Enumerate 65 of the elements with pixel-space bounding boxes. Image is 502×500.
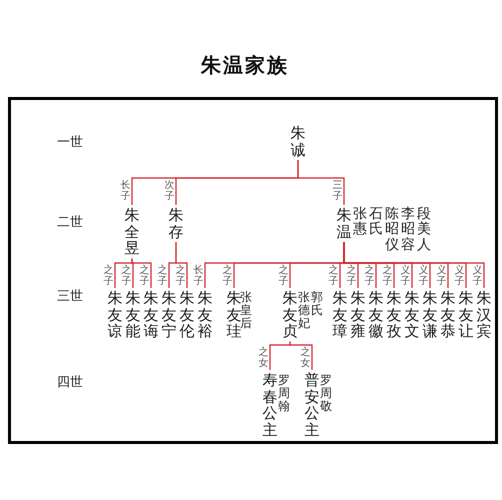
connector-line: [131, 258, 152, 288]
spouse-name: 罗周翰: [278, 374, 290, 414]
generation-label: 一世: [57, 135, 83, 151]
edge-label: 之子: [328, 265, 338, 287]
connector-line: [269, 342, 291, 370]
person-name: 朱友宁: [162, 290, 176, 340]
person-name: 朱友孜: [386, 290, 402, 340]
person-name: 朱友能: [126, 290, 140, 340]
edge-label: 长子: [120, 180, 130, 202]
edge-label: 之子: [176, 265, 186, 287]
edge-label: 次子: [164, 180, 174, 202]
edge-label: 之子: [382, 265, 392, 287]
spouse-name: 罗周敬: [320, 374, 332, 414]
person-name: 朱温: [336, 207, 352, 240]
person-name: 朱友恭: [440, 290, 456, 340]
edge-label: 义子: [400, 265, 410, 287]
person-name: 朱友让: [458, 290, 474, 340]
spouse-name: 郭氏: [311, 291, 323, 318]
connector-line: [175, 242, 188, 288]
person-name: 朱友诲: [144, 290, 158, 340]
person-name: 朱友伦: [180, 290, 194, 340]
connector-line: [289, 342, 313, 370]
edge-label: 之子: [158, 265, 168, 287]
edge-label: 之子: [364, 265, 374, 287]
edge-label: 之女: [300, 347, 310, 369]
edge-label: 义子: [454, 265, 464, 287]
generation-label: 四世: [57, 375, 83, 391]
edge-label: 之子: [104, 265, 114, 287]
generation-label: 三世: [57, 289, 83, 305]
person-name: 寿春公主: [262, 372, 278, 438]
edge-label: 义子: [418, 265, 428, 287]
edge-label: 之子: [278, 265, 288, 287]
person-name: 朱友裕: [198, 290, 212, 340]
spouse-name: 陈昭仪: [385, 207, 399, 254]
edge-label: 义子: [472, 265, 482, 287]
generation-label: 二世: [57, 215, 83, 231]
connector-line: [297, 160, 345, 205]
person-name: 朱诚: [290, 125, 306, 158]
edge-label: 之子: [122, 265, 132, 287]
spouse-name: 张惠: [353, 207, 367, 238]
person-name: 朱友雍: [350, 290, 366, 340]
diagram-title: 朱温家族: [201, 52, 289, 79]
edge-label: 义子: [436, 265, 446, 287]
edge-label: 三子: [332, 180, 342, 202]
spouse-name: 李昭容: [401, 207, 415, 254]
spouse-name: 段美人: [417, 207, 431, 254]
edge-label: 之女: [258, 347, 268, 369]
person-name: 朱汉宾: [476, 290, 492, 340]
spouse-name: 张皇后: [240, 291, 252, 330]
spouse-name: 张德妃: [298, 291, 310, 331]
person-name: 朱友珪: [226, 290, 242, 340]
person-name: 普安公主: [304, 372, 320, 438]
edge-label: 之子: [140, 265, 150, 287]
edge-label: 长子: [194, 265, 204, 287]
person-name: 朱存: [168, 207, 184, 240]
person-name: 朱友谅: [108, 290, 122, 340]
edge-label: 之子: [222, 265, 232, 287]
person-name: 朱友谦: [422, 290, 438, 340]
person-name: 朱友璋: [332, 290, 348, 340]
person-name: 朱全昱: [124, 207, 140, 256]
spouse-name: 石氏: [369, 207, 383, 238]
person-name: 朱友文: [404, 290, 420, 340]
person-name: 朱友贞: [282, 290, 298, 340]
person-name: 朱友徽: [368, 290, 384, 340]
edge-label: 之子: [346, 265, 356, 287]
